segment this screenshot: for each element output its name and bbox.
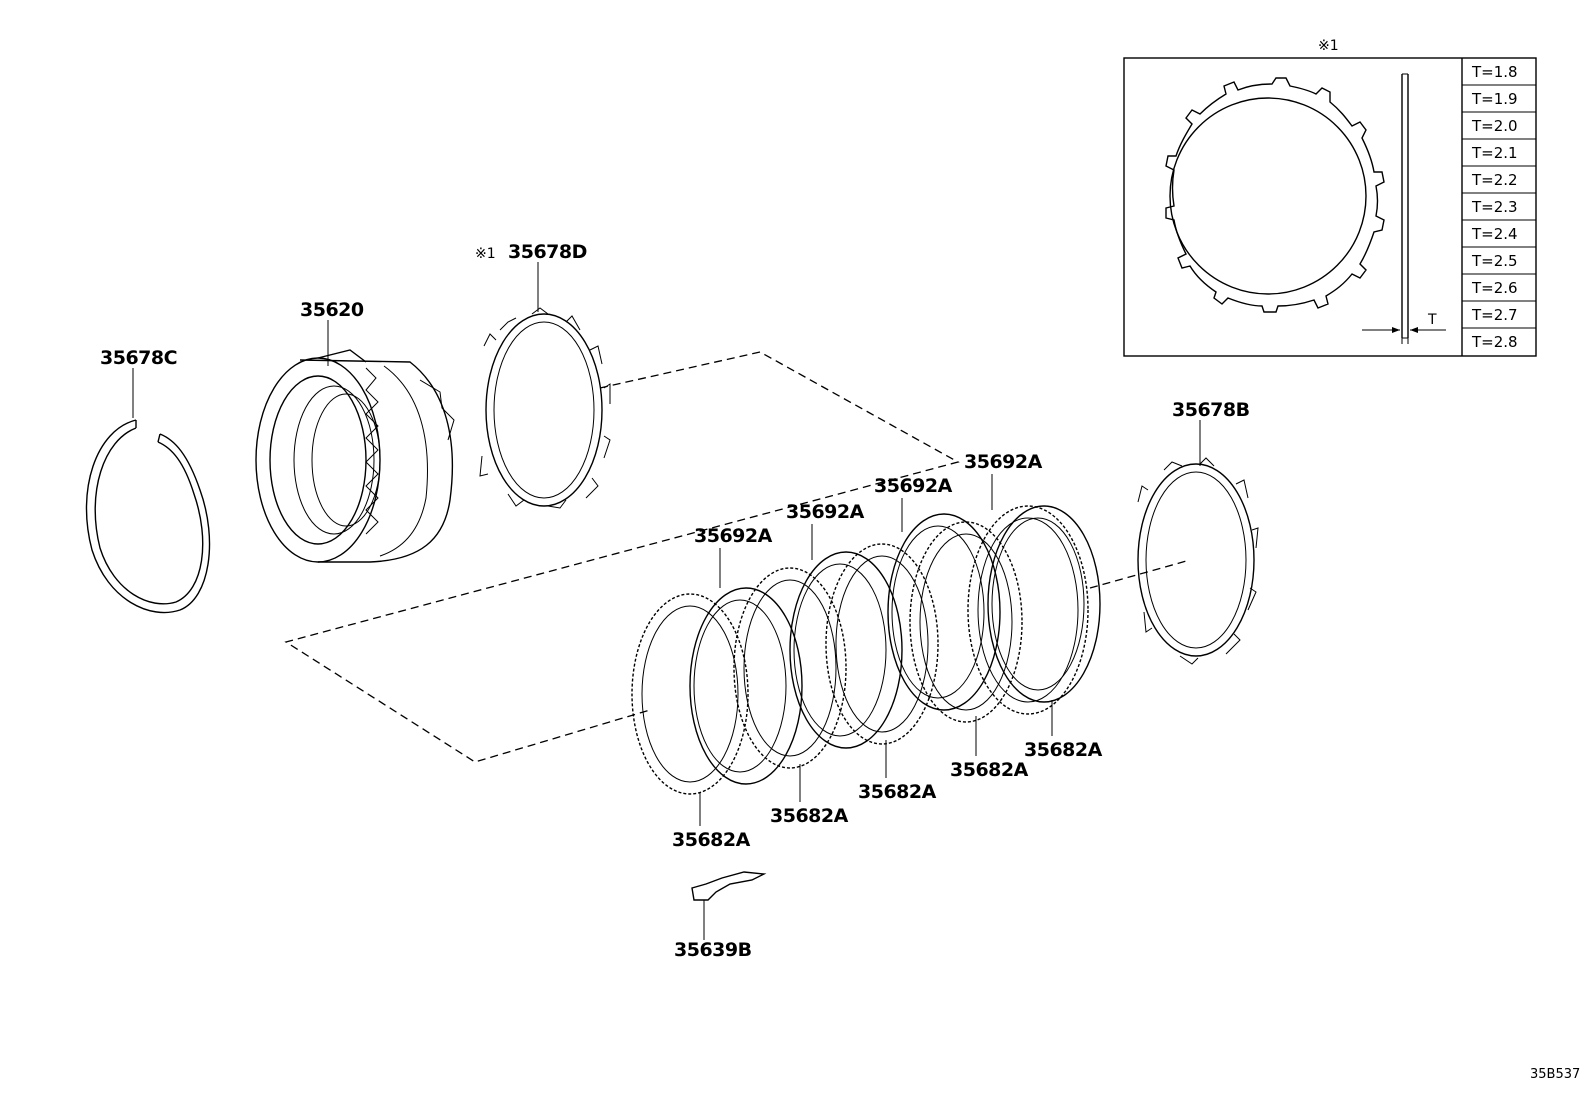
part-label-snap-ring: 35678C <box>100 347 177 369</box>
flange-plate-drawing <box>479 307 611 509</box>
thickness-value: T=2.1 <box>1471 144 1518 162</box>
part-label-clutch-plate: 35692A <box>874 475 953 497</box>
part-label-clutch-disc: 35682A <box>1024 739 1103 761</box>
backing-plate-drawing <box>1137 457 1259 665</box>
thickness-symbol: T <box>1427 312 1437 328</box>
part-ref-mark: ※1 <box>475 246 496 262</box>
assembly-guide-dashed-lines <box>284 351 1191 763</box>
part-label-bracket: 35639B <box>674 939 752 961</box>
inset-frame <box>1123 57 1537 357</box>
part-label-clutch-disc: 35682A <box>770 805 849 827</box>
part-label-clutch-disc: 35682A <box>672 829 751 851</box>
inset-ref-mark: ※1 <box>1318 38 1339 54</box>
thickness-table: T=1.8 T=1.9 T=2.0 T=2.1 T=2.2 T=2.3 T=2.… <box>1462 63 1536 351</box>
part-label-clutch-disc: 35682A <box>950 759 1029 781</box>
thickness-value: T=2.7 <box>1471 306 1518 324</box>
thickness-value: T=2.6 <box>1471 279 1518 297</box>
thickness-inset: ※1 T T=1.8 T=1.9 T <box>1123 38 1537 357</box>
clutch-stack-leader-lines <box>699 474 1053 826</box>
part-label-clutch-disc: 35682A <box>858 781 937 803</box>
part-label-drum: 35620 <box>300 299 364 321</box>
part-label-clutch-plate: 35692A <box>786 501 865 523</box>
thickness-value: T=2.0 <box>1471 117 1518 135</box>
thickness-value: T=2.2 <box>1471 171 1518 189</box>
thickness-value: T=2.8 <box>1471 333 1518 351</box>
clutch-disc-pack-drawing <box>631 505 1101 795</box>
thickness-value: T=1.8 <box>1471 63 1518 81</box>
inset-plate-outer-splines <box>1165 77 1385 313</box>
part-label-flange-plate: 35678D <box>508 241 587 263</box>
thickness-value: T=1.9 <box>1471 90 1518 108</box>
thickness-value: T=2.3 <box>1471 198 1518 216</box>
snap-ring-drawing <box>85 419 211 614</box>
drawing-code: 35B537 <box>1530 1067 1580 1082</box>
thickness-value: T=2.5 <box>1471 252 1518 270</box>
part-label-backing-plate: 35678B <box>1172 399 1250 421</box>
thickness-value: T=2.4 <box>1471 225 1518 243</box>
inset-plate-inner-ring <box>1169 97 1367 295</box>
clutch-drum-drawing <box>255 349 455 563</box>
part-label-clutch-plate: 35692A <box>694 525 773 547</box>
part-label-clutch-plate: 35692A <box>964 451 1043 473</box>
bracket-drawing <box>691 871 767 901</box>
